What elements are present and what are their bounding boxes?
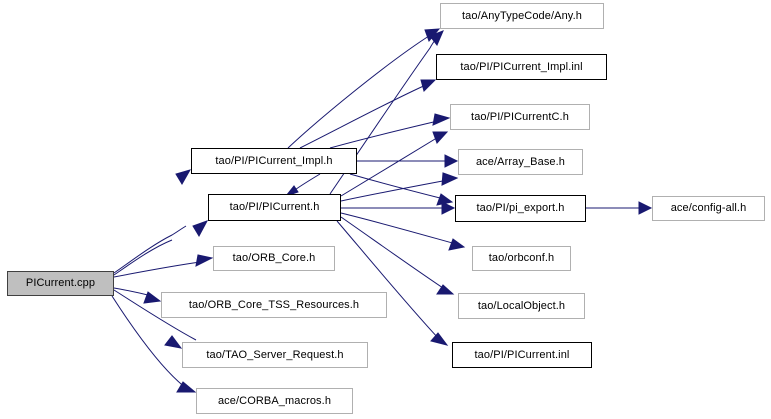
arrowhead-picurrent_h-to-localobject_h	[436, 284, 455, 295]
edge-picurrent_cpp-to-picurrent_impl_h	[113, 225, 187, 274]
node-pi_export_h[interactable]: tao/PI/pi_export.h	[455, 195, 586, 222]
node-orb_core_tss_h[interactable]: tao/ORB_Core_TSS_Resources.h	[161, 292, 387, 318]
node-label-orb_core_tss_h: tao/ORB_Core_TSS_Resources.h	[188, 298, 360, 311]
arrowhead-picurrent_cpp-to-tao_server_request_h	[164, 335, 183, 349]
arrowhead-picurrent_impl_h-to-picurrent_impl_inl	[420, 79, 437, 92]
arrowhead-picurrent_impl_h-to-picurrentc_h	[432, 113, 451, 126]
edge-picurrent_h-to-localobject_h	[340, 216, 447, 291]
edge-picurrent_impl_h-to-pi_export_h	[349, 173, 445, 200]
node-label-orbconf_h: tao/orbconf.h	[488, 252, 555, 264]
node-picurrent_cpp[interactable]: PICurrent.cpp	[7, 271, 114, 296]
edge-picurrent_cpp-to-tao_server_request_h	[113, 289, 197, 341]
arrowhead-picurrent_impl_h-to-array_base_h	[444, 154, 459, 168]
node-label-localobject_h: tao/LocalObject.h	[477, 299, 566, 312]
node-label-array_base_h: ace/Array_Base.h	[475, 155, 566, 168]
edge-picurrent_impl_h-to-picurrent_impl_inl	[299, 83, 429, 149]
arrowhead-picurrent_cpp-to-corba_macros_h	[176, 381, 197, 393]
node-config_all_h[interactable]: ace/config-all.h	[652, 196, 765, 221]
edge-picurrent_h-to-picurrent_inl	[336, 220, 441, 341]
edge-picurrent_h-to-orbconf_h	[340, 212, 457, 245]
node-corba_macros_h[interactable]: ace/CORBA_macros.h	[196, 388, 353, 414]
node-picurrent_inl[interactable]: tao/PI/PICurrent.inl	[452, 342, 592, 368]
edge-picurrent_h-to-array_base_h	[340, 179, 449, 202]
arrowhead-picurrent_h-to-any_h	[429, 30, 444, 46]
edge-picurrent_cpp-to-picurrent_h	[113, 239, 173, 276]
edge-picurrent_impl_h-to-any_h	[287, 33, 433, 149]
node-tao_server_request_h[interactable]: tao/TAO_Server_Request.h	[182, 342, 368, 368]
node-label-tao_server_request_h: tao/TAO_Server_Request.h	[206, 348, 344, 361]
node-picurrent_h[interactable]: tao/PI/PICurrent.h	[208, 194, 341, 221]
arrowhead-picurrent_h-to-orbconf_h	[448, 238, 466, 251]
node-label-picurrent_impl_h: tao/PI/PICurrent_Impl.h	[215, 154, 333, 167]
node-label-config_all_h: ace/config-all.h	[670, 202, 747, 214]
node-label-orb_core_h: tao/ORB_Core.h	[232, 252, 316, 264]
edge-picurrent_h-to-picurrentc_h	[340, 135, 441, 197]
arrowhead-picurrent_h-to-picurrent_inl	[430, 332, 449, 346]
arrowhead-pi_export_h-to-config_all_h	[638, 201, 653, 215]
node-picurrent_impl_inl[interactable]: tao/PI/PICurrent_Impl.inl	[436, 54, 607, 80]
node-picurrentc_h[interactable]: tao/PI/PICurrentC.h	[450, 104, 590, 130]
arrowhead-picurrent_cpp-to-orb_core_tss_h	[143, 291, 162, 304]
arrowhead-picurrent_cpp-to-picurrent_impl_h	[175, 169, 192, 185]
node-array_base_h[interactable]: ace/Array_Base.h	[458, 149, 583, 175]
edge-picurrent_impl_h-to-picurrentc_h	[329, 119, 443, 149]
edge-picurrent_cpp-to-corba_macros_h	[111, 295, 187, 389]
node-label-pi_export_h: tao/PI/pi_export.h	[476, 202, 565, 214]
node-any_h[interactable]: tao/AnyTypeCode/Any.h	[440, 3, 604, 29]
node-orb_core_h[interactable]: tao/ORB_Core.h	[213, 246, 335, 271]
node-label-picurrentc_h: tao/PI/PICurrentC.h	[471, 110, 569, 123]
node-label-corba_macros_h: ace/CORBA_macros.h	[217, 394, 332, 407]
arrowhead-picurrent_cpp-to-picurrent_h	[192, 220, 209, 238]
arrowhead-picurrent_h-to-picurrentc_h	[432, 131, 449, 144]
arrowhead-picurrent_h-to-pi_export_h	[441, 201, 456, 215]
arrowhead-picurrent_cpp-to-orb_core_h	[195, 254, 214, 267]
node-orbconf_h[interactable]: tao/orbconf.h	[472, 246, 571, 271]
node-label-picurrent_impl_inl: tao/PI/PICurrent_Impl.inl	[460, 60, 583, 73]
node-label-picurrent_h: tao/PI/PICurrent.h	[229, 201, 320, 213]
edge-picurrent_cpp-to-orb_core_h	[113, 261, 201, 278]
edge-picurrent_cpp-to-orb_core_tss_h	[113, 287, 153, 297]
node-localobject_h[interactable]: tao/LocalObject.h	[458, 293, 585, 319]
node-label-picurrent_cpp: PICurrent.cpp	[25, 277, 96, 289]
node-picurrent_impl_h[interactable]: tao/PI/PICurrent_Impl.h	[191, 148, 357, 174]
node-label-picurrent_inl: tao/PI/PICurrent.inl	[474, 348, 570, 361]
node-label-any_h: tao/AnyTypeCode/Any.h	[462, 9, 582, 22]
arrowhead-picurrent_h-to-array_base_h	[441, 172, 459, 186]
